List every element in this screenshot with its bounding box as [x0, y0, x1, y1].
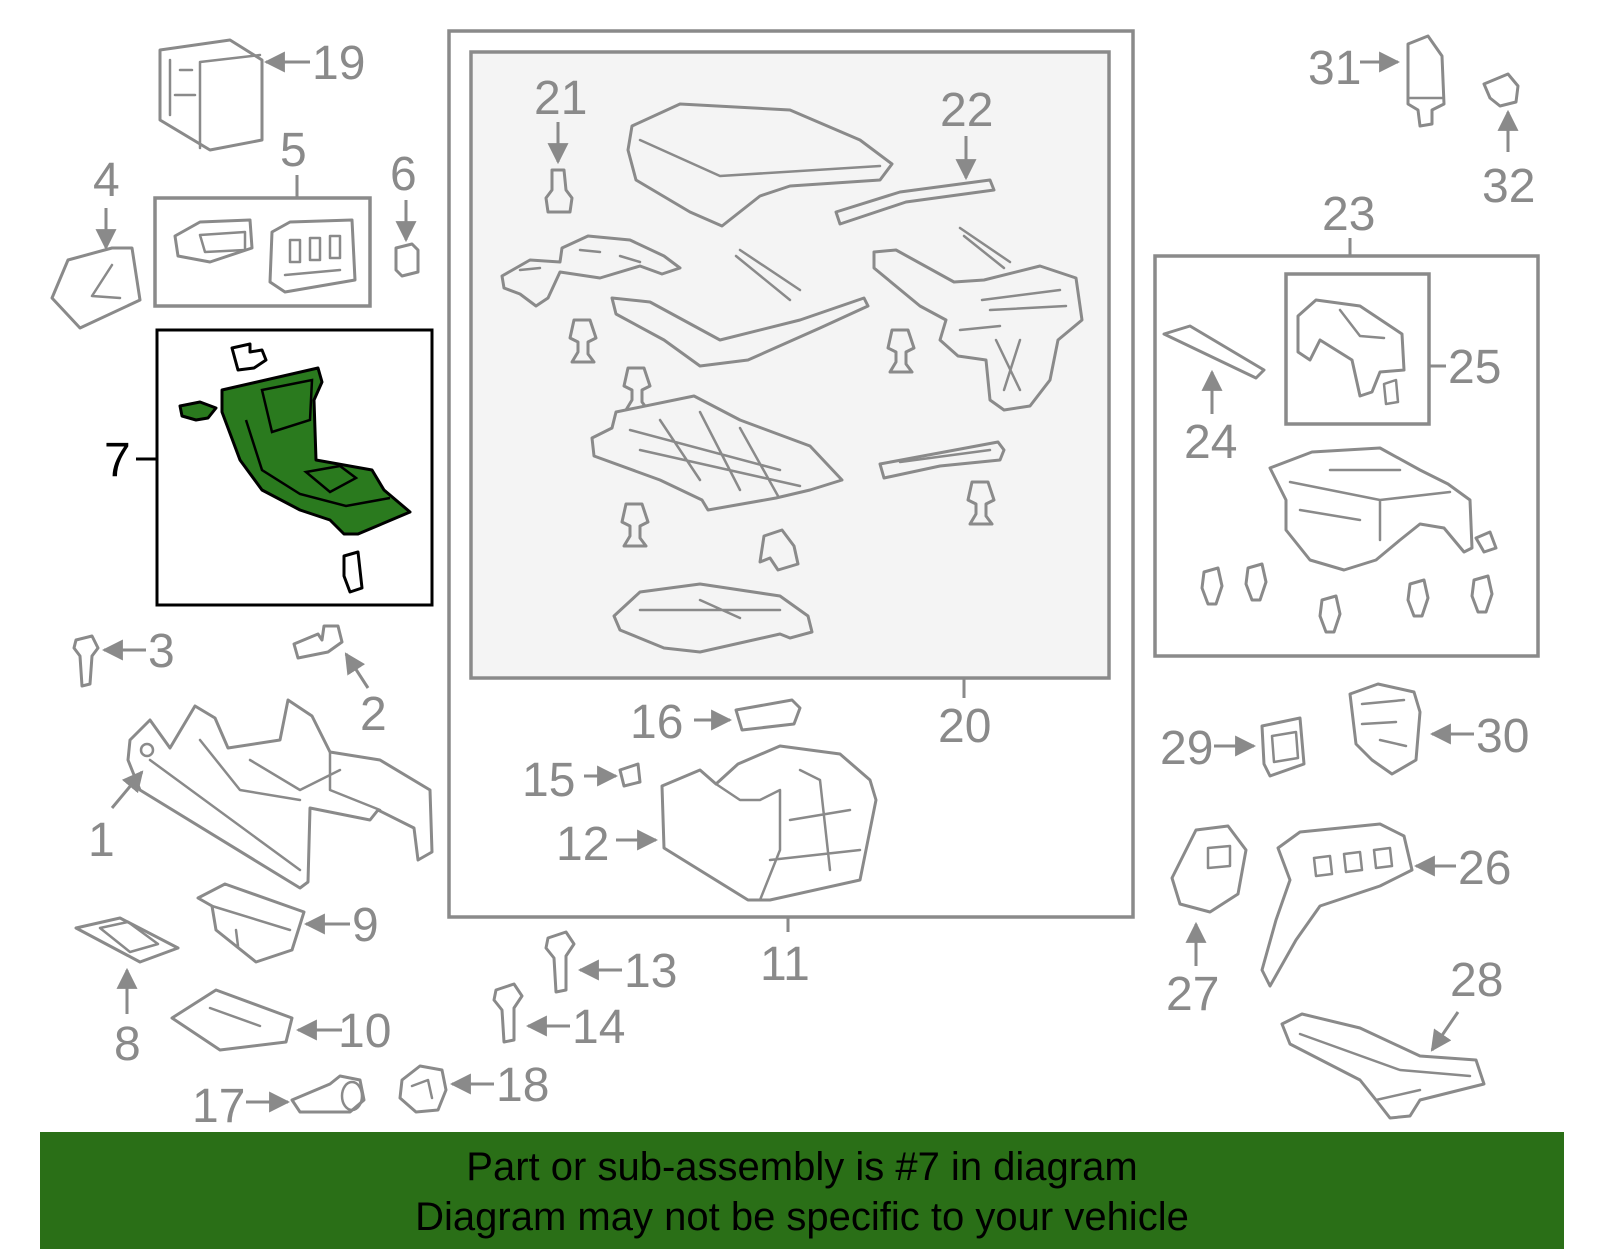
part-29-switch[interactable] — [1260, 716, 1306, 778]
inner-screw-d[interactable] — [620, 502, 650, 548]
callout-32[interactable]: 32 — [1482, 160, 1535, 213]
callout-19[interactable]: 19 — [312, 37, 365, 90]
clip-row-d[interactable] — [1406, 578, 1430, 618]
part-27-socket[interactable] — [1170, 824, 1248, 914]
callout-5[interactable]: 5 — [280, 124, 307, 177]
part-23-group-box — [1153, 254, 1540, 658]
banner-line-2: Diagram may not be specific to your vehi… — [415, 1195, 1189, 1239]
callout-2[interactable]: 2 — [360, 688, 387, 741]
callout-23[interactable]: 23 — [1322, 188, 1375, 241]
callout-15[interactable]: 15 — [522, 754, 575, 807]
clip-row-b[interactable] — [1244, 562, 1268, 602]
clip-row-c[interactable] — [1318, 594, 1342, 634]
callout-4[interactable]: 4 — [93, 154, 120, 207]
callout-8[interactable]: 8 — [114, 1018, 141, 1071]
bottom-tray[interactable] — [612, 582, 814, 654]
part-7-clip-top[interactable] — [230, 342, 268, 372]
hinge-latch-mechanism[interactable] — [872, 226, 1084, 412]
callout-26[interactable]: 26 — [1458, 842, 1511, 895]
part-32-clip[interactable] — [1482, 72, 1520, 108]
callout-29[interactable]: 29 — [1160, 722, 1213, 775]
part-30-switch-housing[interactable] — [1348, 682, 1422, 776]
part-3-bolt[interactable] — [72, 634, 100, 688]
callout-11[interactable]: 11 — [760, 938, 810, 991]
callout-30[interactable]: 30 — [1476, 710, 1529, 763]
lid-frame[interactable] — [610, 248, 870, 368]
part-31-shift-knob[interactable] — [1406, 34, 1446, 128]
callout-14[interactable]: 14 — [572, 1001, 625, 1054]
callout-13[interactable]: 13 — [624, 945, 677, 998]
part-26-panel[interactable] — [1260, 822, 1414, 988]
part-5-group-box — [153, 196, 372, 308]
callout-9[interactable]: 9 — [352, 899, 379, 952]
part-14-bolt[interactable] — [492, 982, 524, 1044]
leader-2 — [344, 652, 370, 689]
part-7-clip-bottom[interactable] — [342, 550, 364, 594]
part-7-console-panel[interactable] — [220, 366, 412, 536]
inner-screw-c[interactable] — [886, 328, 916, 374]
callout-24[interactable]: 24 — [1184, 416, 1237, 469]
callout-7[interactable]: 7 — [104, 434, 131, 487]
part-1-console-box[interactable] — [126, 698, 434, 890]
part-13-bolt[interactable] — [544, 930, 576, 994]
part-25-bracket[interactable] — [1296, 298, 1406, 406]
callout-31[interactable]: 31 — [1308, 42, 1361, 95]
inner-screw-a[interactable] — [568, 318, 598, 364]
part-17-plug[interactable] — [290, 1074, 366, 1114]
callout-10[interactable]: 10 — [338, 1005, 391, 1058]
part-19-switch[interactable] — [158, 38, 264, 152]
shifter-clip[interactable] — [1474, 530, 1498, 554]
shifter-bezel[interactable] — [1268, 446, 1474, 572]
part-21-pin[interactable] — [544, 168, 574, 214]
part-10-mat[interactable] — [170, 988, 294, 1052]
tray-rail[interactable] — [878, 440, 1006, 480]
part-25-box — [1284, 272, 1431, 426]
callout-3[interactable]: 3 — [148, 625, 175, 678]
part-18-clip[interactable] — [398, 1064, 448, 1114]
callout-27[interactable]: 27 — [1166, 968, 1219, 1021]
part-9-tray[interactable] — [196, 882, 306, 964]
callout-6[interactable]: 6 — [390, 148, 417, 201]
callout-16[interactable]: 16 — [630, 696, 683, 749]
part-15-clip[interactable] — [618, 762, 642, 788]
banner-line-1: Part or sub-assembly is #7 in diagram — [466, 1145, 1138, 1189]
clip-row-a[interactable] — [1200, 566, 1224, 606]
callout-20[interactable]: 20 — [938, 700, 991, 753]
callout-25[interactable]: 25 — [1448, 341, 1501, 394]
part-7-clip-side[interactable] — [178, 400, 218, 422]
part-6-clip[interactable] — [394, 242, 420, 278]
leader-28 — [1430, 1011, 1460, 1052]
part-28-duct[interactable] — [1280, 1012, 1486, 1120]
info-banner: Part or sub-assembly is #7 in diagram Di… — [40, 1132, 1564, 1249]
part-7-box — [155, 328, 434, 607]
part-11-group-box — [447, 29, 1135, 919]
part-20-group-box — [469, 50, 1111, 680]
armrest-lid[interactable] — [626, 102, 894, 228]
callout-28[interactable]: 28 — [1450, 954, 1503, 1007]
part-22-trim-strip[interactable] — [834, 178, 996, 226]
clip-row-e[interactable] — [1470, 574, 1494, 614]
part-2-screw[interactable] — [292, 624, 344, 660]
callout-1[interactable]: 1 — [88, 814, 115, 867]
inner-screw-e[interactable] — [966, 480, 996, 526]
callout-18[interactable]: 18 — [496, 1059, 549, 1112]
callout-21[interactable]: 21 — [534, 72, 587, 125]
storage-tray-grid[interactable] — [590, 394, 844, 512]
part-24-strip[interactable] — [1162, 324, 1266, 380]
callout-22[interactable]: 22 — [940, 84, 993, 137]
lid-hinge-panel[interactable] — [500, 234, 682, 308]
part-5-bracket[interactable] — [268, 218, 357, 294]
callout-12[interactable]: 12 — [556, 818, 609, 871]
small-latch[interactable] — [758, 528, 800, 572]
leader-1 — [110, 770, 144, 809]
part-4-side-cover[interactable] — [50, 246, 142, 330]
part-5-bezel[interactable] — [173, 218, 254, 264]
part-16-pad[interactable] — [734, 698, 802, 732]
part-8-mat[interactable] — [74, 916, 180, 964]
callout-17[interactable]: 17 — [192, 1080, 245, 1133]
part-12-console-bin[interactable] — [660, 744, 878, 902]
